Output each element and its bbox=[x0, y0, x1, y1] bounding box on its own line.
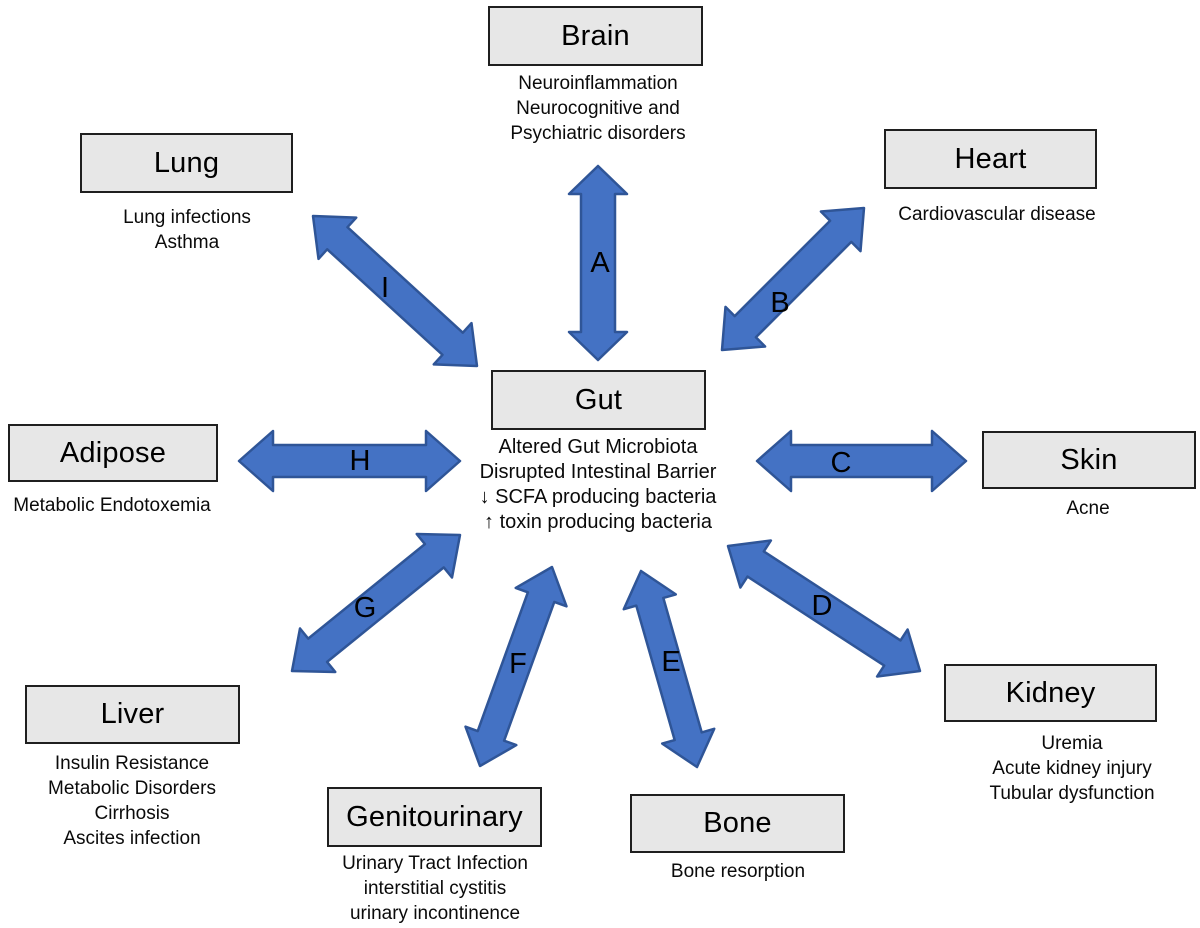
organ-box-adipose: Adipose bbox=[8, 424, 218, 482]
note-line: Neurocognitive and bbox=[516, 98, 680, 119]
organ-box-liver: Liver bbox=[25, 685, 240, 744]
organ-notes-bone: Bone resorption bbox=[618, 859, 858, 884]
note-line: ↑ toxin producing bacteria bbox=[484, 511, 712, 533]
organ-box-skin: Skin bbox=[982, 431, 1196, 489]
organ-notes-gut: Altered Gut Microbiota Disrupted Intesti… bbox=[448, 435, 748, 535]
arrow-label-g: G bbox=[354, 592, 377, 624]
organ-notes-genitourinary: Urinary Tract Infection interstitial cys… bbox=[295, 851, 575, 926]
note-line: Lung infections bbox=[123, 207, 251, 228]
organ-box-heart: Heart bbox=[884, 129, 1097, 189]
note-line: Altered Gut Microbiota bbox=[498, 436, 698, 458]
note-line: Psychiatric disorders bbox=[510, 123, 686, 144]
arrow-label-b: B bbox=[770, 287, 789, 319]
arrow-label-f: F bbox=[509, 648, 527, 680]
note-line: Cardiovascular disease bbox=[898, 204, 1096, 225]
note-line: Bone resorption bbox=[670, 861, 806, 882]
organ-notes-kidney: Uremia Acute kidney injury Tubular dysfu… bbox=[942, 731, 1200, 806]
arrow-label-e: E bbox=[661, 646, 680, 678]
note-line: Acute kidney injury bbox=[992, 758, 1152, 779]
organ-box-title: Bone bbox=[703, 807, 772, 839]
organ-box-bone: Bone bbox=[630, 794, 845, 853]
organ-notes-adipose: Metabolic Endotoxemia bbox=[2, 493, 222, 518]
organ-box-title: Liver bbox=[100, 698, 165, 730]
note-line: Metabolic Endotoxemia bbox=[13, 495, 211, 516]
organ-box-title: Heart bbox=[954, 142, 1027, 175]
note-line: Insulin Resistance bbox=[54, 753, 210, 774]
organ-box-title: Brain bbox=[561, 19, 630, 52]
organ-box-title: Adipose bbox=[59, 436, 167, 469]
note-line: Ascites infection bbox=[63, 828, 201, 849]
note-line: ↓ SCFA producing bacteria bbox=[479, 486, 717, 508]
gut-kidney-arrow bbox=[726, 539, 922, 678]
gut-heart-arrow bbox=[720, 206, 866, 352]
arrow-label-i: I bbox=[381, 272, 389, 304]
gut-liver-arrow bbox=[290, 532, 462, 674]
arrow-label-h: H bbox=[350, 445, 371, 477]
organ-box-genitourinary: Genitourinary bbox=[327, 787, 542, 847]
arrow-label-d: D bbox=[812, 590, 833, 622]
note-line: Neuroinflammation bbox=[518, 73, 678, 94]
organ-box-title: Lung bbox=[153, 146, 220, 179]
note-line: Metabolic Disorders bbox=[48, 778, 216, 799]
organ-notes-liver: Insulin Resistance Metabolic Disorders C… bbox=[2, 751, 262, 851]
note-line: Acne bbox=[1066, 498, 1110, 519]
organ-box-title: Skin bbox=[1060, 443, 1118, 476]
note-line: interstitial cystitis bbox=[363, 878, 507, 899]
organ-box-title: Genitourinary bbox=[346, 800, 523, 833]
organ-box-lung: Lung bbox=[80, 133, 293, 193]
organ-box-brain: Brain bbox=[488, 6, 703, 66]
note-line: Tubular dysfunction bbox=[989, 783, 1155, 804]
organ-notes-brain: Neuroinflammation Neurocognitive and Psy… bbox=[458, 71, 738, 146]
gut-adipose-arrow bbox=[237, 429, 462, 493]
note-line: Cirrhosis bbox=[94, 803, 170, 824]
organ-notes-heart: Cardiovascular disease bbox=[847, 202, 1147, 227]
arrow-label-c: C bbox=[831, 447, 852, 479]
gut-genitourinary-arrow bbox=[464, 565, 568, 768]
gut-brain-arrow bbox=[567, 164, 629, 362]
note-line: Urinary Tract Infection bbox=[342, 853, 528, 874]
note-line: Uremia bbox=[1041, 733, 1103, 754]
gut-bone-arrow bbox=[622, 569, 716, 769]
organ-box-gut: Gut bbox=[491, 370, 706, 430]
gut-lung-arrow bbox=[311, 214, 479, 368]
note-line: urinary incontinence bbox=[349, 903, 521, 924]
note-line: Disrupted Intestinal Barrier bbox=[479, 461, 717, 483]
note-line: Asthma bbox=[154, 232, 220, 253]
organ-box-title: Kidney bbox=[1005, 676, 1096, 709]
organ-notes-skin: Acne bbox=[988, 496, 1188, 521]
gut-skin-arrow bbox=[755, 429, 968, 493]
arrow-label-a: A bbox=[590, 247, 610, 279]
organ-box-kidney: Kidney bbox=[944, 664, 1157, 722]
organ-box-title: Gut bbox=[574, 383, 623, 416]
organ-notes-lung: Lung infections Asthma bbox=[57, 205, 317, 255]
